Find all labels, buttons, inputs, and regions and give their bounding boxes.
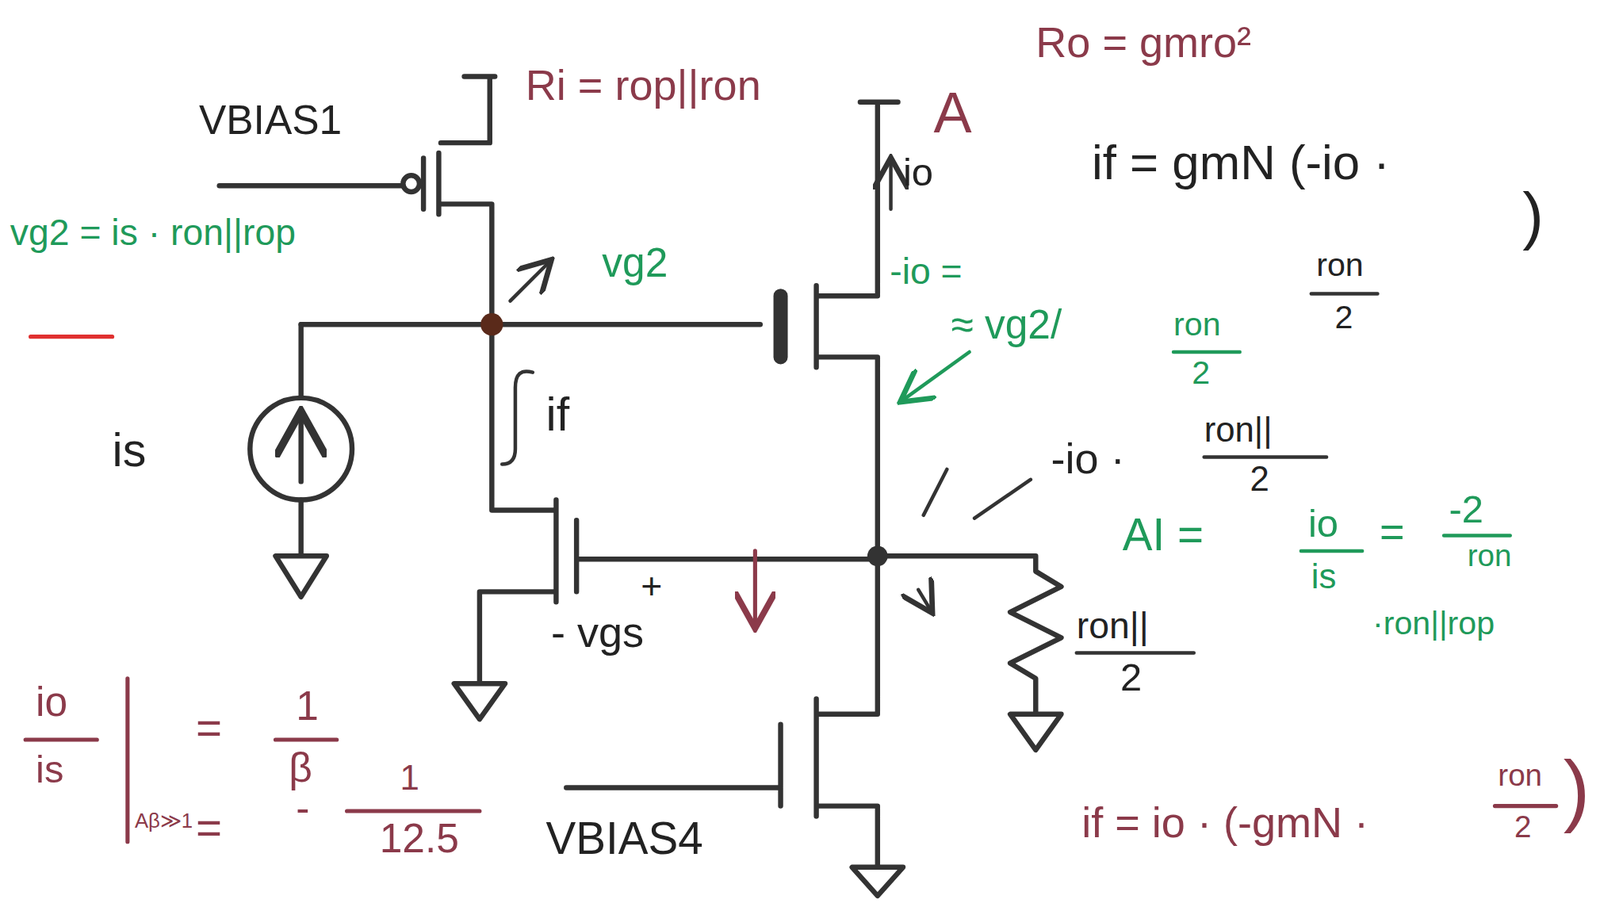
annotation-text: 2 [1191, 356, 1210, 390]
annotation-text: -io = [889, 252, 962, 290]
schematic-stroke [402, 175, 420, 192]
schematic-stroke [816, 102, 899, 557]
annotation-text: = [1379, 509, 1405, 553]
annotation-text: 1 [295, 685, 319, 727]
annotation-text: = [195, 706, 223, 752]
schematic-stroke [918, 469, 1031, 611]
annotation-text: ≈ vg2/ [950, 304, 1062, 345]
annotation-text: if = io · (-gmN · [1081, 800, 1369, 844]
annotation-text: Ro = gmro² [1035, 20, 1252, 64]
annotation-text: VBIAS4 [546, 816, 704, 862]
annotation-text: β [288, 747, 313, 789]
annotation-text: 1 [400, 760, 420, 796]
schematic-stroke [298, 324, 303, 399]
schematic-stroke [888, 160, 893, 209]
annotation-text: = [195, 806, 223, 852]
annotation-text: AI = [1122, 512, 1204, 559]
annotation-text: -2 [1449, 489, 1484, 529]
schematic-stroke [301, 321, 761, 327]
annotation-text: is [1311, 558, 1337, 594]
annotation-text: is [112, 426, 147, 474]
annotation-text: ron [1173, 308, 1222, 341]
annotation-text: A [933, 84, 973, 142]
schematic-stroke [219, 183, 404, 188]
annotation-text: io [903, 153, 934, 192]
schematic-stroke [298, 416, 303, 482]
schematic-stroke [903, 352, 970, 400]
annotation-text: VBIAS1 [199, 99, 342, 141]
schematic-stroke [753, 551, 758, 625]
schematic-stroke [501, 371, 533, 464]
annotation-text: ·ron||rop [1372, 607, 1495, 640]
annotation-text: - [295, 788, 310, 829]
annotation-text: -io · [1051, 436, 1126, 480]
annotation-text: if [546, 390, 571, 438]
schematic-stroke [219, 76, 1378, 896]
annotation-text: ron [1467, 540, 1512, 572]
annotation-text: 2 [1334, 301, 1353, 334]
schematic-stroke [249, 398, 353, 501]
annotation-text: ron [1497, 760, 1543, 792]
schematic-stroke [275, 500, 326, 598]
annotation-text: is [35, 750, 64, 789]
schematic-stroke [867, 545, 889, 567]
schematic-stroke [480, 313, 503, 336]
schematic-stroke [903, 352, 1511, 552]
annotation-text: 2 [1250, 461, 1270, 497]
annotation-text: + [640, 567, 663, 605]
schematic-stroke [1173, 352, 1511, 552]
annotation-text: 2 [1514, 811, 1532, 843]
annotation-text: ) [1563, 749, 1590, 829]
annotation-text: io [1308, 504, 1339, 544]
schematic-stroke [509, 262, 549, 302]
annotation-text: Ri = rop||ron [525, 63, 762, 107]
schematic-stroke [30, 334, 113, 339]
annotation-text: Aβ≫1 [134, 811, 193, 832]
annotation-text: 12.5 [379, 818, 460, 859]
annotation-text: vg2 = is · ron||rop [10, 214, 296, 251]
schematic-stroke [25, 551, 1556, 843]
annotation-text: ) [1522, 183, 1544, 248]
annotation-text: ron|| [1076, 607, 1149, 644]
schematic-stroke [877, 555, 1062, 750]
annotation-text: ron|| [1204, 412, 1273, 448]
annotation-text: vg2 [601, 242, 668, 284]
schematic-stroke [773, 295, 789, 357]
annotation-text: io [35, 681, 68, 723]
annotation-text: ron [1316, 248, 1364, 282]
schematic-stroke [423, 76, 495, 326]
annotation-text: - vgs [551, 610, 644, 654]
annotation-text: if = gmN (-io · [1091, 137, 1390, 188]
annotation-text: 2 [1120, 658, 1142, 697]
schematic-stroke [454, 324, 878, 720]
